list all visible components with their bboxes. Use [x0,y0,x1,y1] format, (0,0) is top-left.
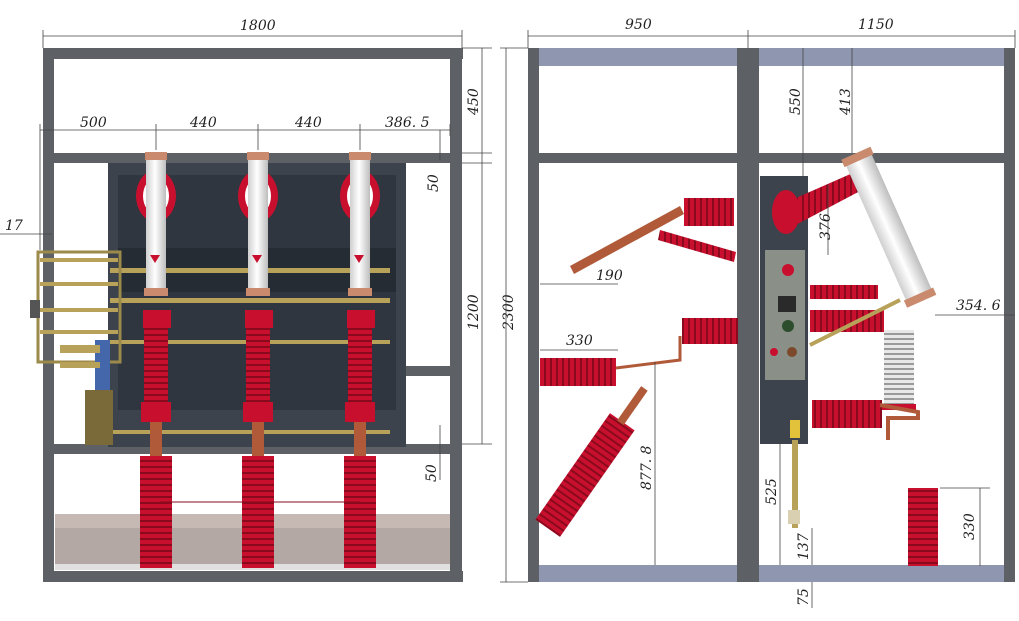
fuse-tube-1 [146,160,166,288]
front-dimension-lines [0,30,492,480]
dim-front-pitch-1: 500 [80,115,107,131]
side-button-red [770,348,778,356]
side-frame-left [528,48,539,582]
side-cable-bushing [540,358,616,386]
dim-side-330-left: 330 [566,333,593,349]
fuse-indicator-1 [150,255,160,263]
side-top-front [539,48,737,66]
front-view: 1800 500 440 440 386. 5 17 450 50 1200 5… [0,18,517,582]
front-frame-bottom [43,571,463,582]
side-rear-bushing-3 [812,400,882,428]
side-surge-arrester [535,386,648,537]
dim-side-front-width: 950 [625,17,652,33]
side-view: 950 1150 550 413 376 190 354. 6 330 877.… [527,17,1016,608]
cable-cone-3 [344,456,376,568]
side-counter [778,296,796,312]
side-upper-bushing [772,172,862,234]
cable-cone-2 [242,456,274,568]
dim-side-137: 137 [796,533,812,560]
front-phase-3 [340,152,380,568]
front-frame-right [450,48,462,582]
side-bottom-front [539,565,737,582]
side-rail-rear [759,153,1004,163]
dim-side-525: 525 [764,478,780,505]
dim-side-354-6: 354. 6 [956,298,1001,314]
side-frame-center [737,48,759,582]
side-top-rear [759,48,1004,66]
insulator-2 [246,328,270,404]
dim-front-lower-gap: 50 [424,464,440,482]
side-rear-bushing-1 [810,285,878,299]
front-phase-1 [136,152,176,568]
side-fuse-tube [841,146,937,308]
side-dimension-lines [527,30,1016,608]
front-phase-2 [238,152,278,568]
fuse-indicator-2 [252,255,262,263]
side-rail-front [539,153,737,163]
side-rear-cable-cone [908,488,938,566]
dim-front-middle-height: 1200 [466,294,482,330]
fuse-tube-2 [248,160,268,288]
side-label-yellow [790,420,800,438]
dim-total-height: 2300 [501,294,517,331]
dim-side-top-550: 550 [788,88,804,115]
dim-side-877-8: 877. 8 [639,445,655,490]
fuse-indicator-3 [354,255,364,263]
insulator-1 [144,328,168,404]
dim-side-top-413: 413 [838,88,854,116]
dim-front-top-height: 450 [466,88,482,116]
side-earth-clamp [788,510,800,524]
front-mechanism [30,250,122,445]
side-indicator-red [782,264,794,276]
dim-front-pitch-4: 386. 5 [385,115,430,131]
dim-front-upper-gap: 50 [426,174,442,192]
side-button-brown [787,347,797,357]
insulator-3 [348,328,372,404]
side-earth-rod [792,440,798,528]
dim-side-330-right: 330 [962,513,978,540]
dim-front-pitch-2: 440 [189,115,217,131]
dim-side-rear-width: 1150 [858,17,894,33]
side-earthing-arm [570,198,736,274]
dim-side-75: 75 [796,588,812,606]
fuse-tube-3 [350,160,370,288]
front-frame-left [43,48,54,582]
dim-front-offset-left: 17 [5,218,23,234]
side-spring-coil [884,330,914,408]
front-rail-side [405,366,450,376]
side-knob [782,320,794,332]
cable-cone-1 [140,456,172,568]
side-bottom-rear [759,565,1004,582]
side-link-rod [809,298,901,347]
dim-front-pitch-3: 440 [294,115,322,131]
dim-front-total-width: 1800 [240,18,276,34]
total-height-line [500,47,528,583]
side-mid-bushing [682,318,738,344]
dim-side-376: 376 [818,213,834,240]
front-frame-top [43,48,463,59]
dim-side-190: 190 [596,268,623,284]
